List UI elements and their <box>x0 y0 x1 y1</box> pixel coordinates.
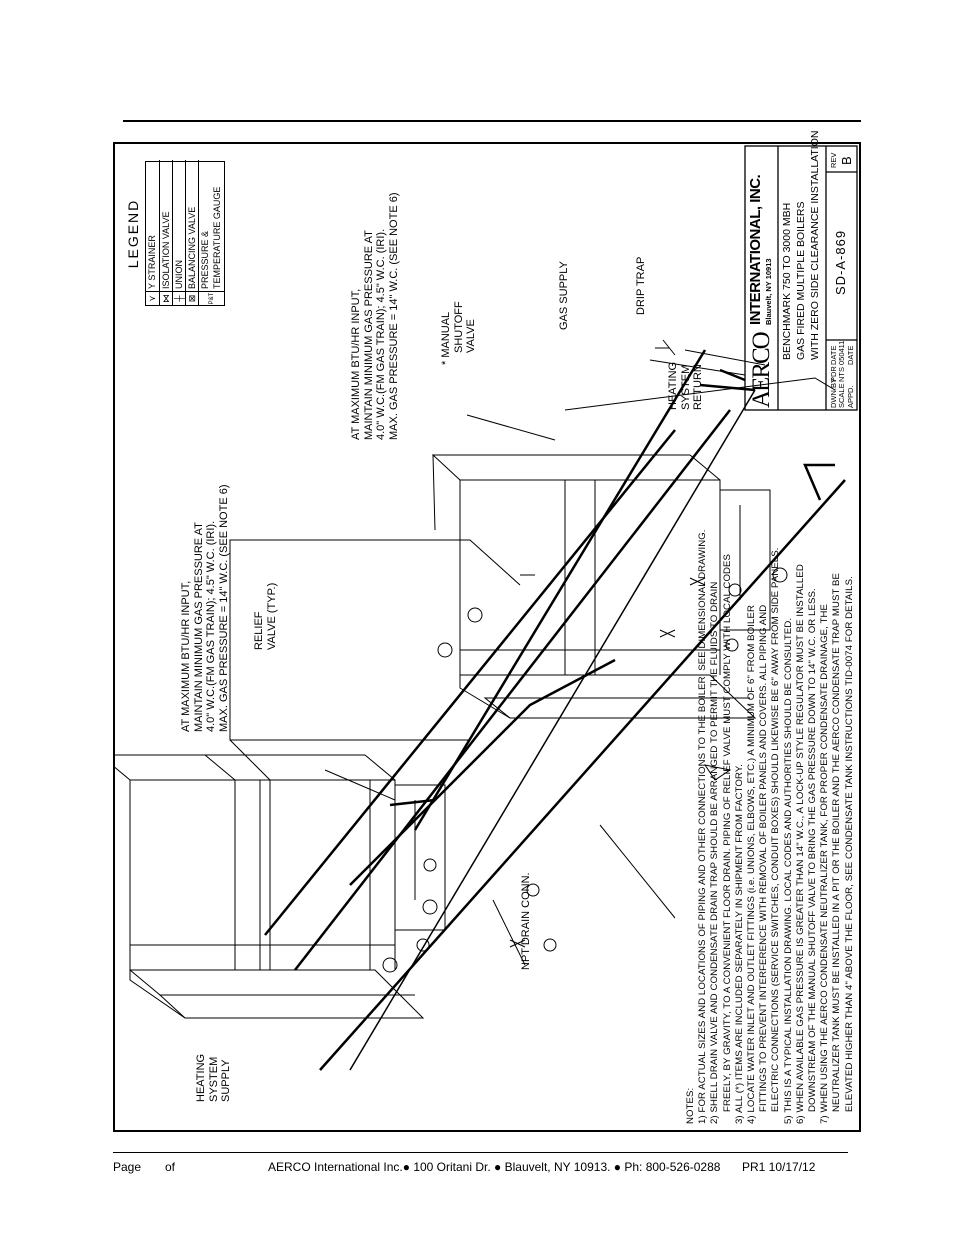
boiler-piping-diagram <box>115 339 846 1071</box>
boiler-left <box>115 754 446 1019</box>
footer-address: AERCO International Inc.● 100 Oritani Dr… <box>268 1160 721 1174</box>
title-block-frame <box>744 145 858 411</box>
rotated-drawing: NOTES: 1) FOR ACTUAL SIZES AND LOCATIONS… <box>115 131 859 1130</box>
scale-value: NTS <box>837 367 846 382</box>
company-address: Blauvelt, NY 10913 <box>764 258 773 325</box>
company-name: INTERNATIONAL, INC. <box>747 174 764 325</box>
footer-of: of <box>165 1160 176 1174</box>
rev-value: B <box>839 155 854 165</box>
scale-label: SCALE <box>837 383 846 408</box>
leader-lines <box>324 349 836 966</box>
drawing-number: SD-A-869 <box>833 229 848 295</box>
date-value: 050411 <box>837 340 846 365</box>
appd-date-label: DATE <box>846 345 855 365</box>
valves <box>509 339 732 948</box>
title-line-3: WITH ZERO SIDE CLEARANCE INSTALLATION <box>809 130 821 360</box>
footer-rule <box>113 1152 848 1153</box>
piping <box>264 349 846 1071</box>
header-rule <box>123 120 861 122</box>
footer-revision: PR1 10/17/12 <box>742 1160 816 1174</box>
aerco-logo: AERCO <box>748 333 775 408</box>
rev-label: REV <box>829 152 838 168</box>
title-line-2: GAS FIRED MULTIPLE BOILERS <box>795 201 807 360</box>
drain-circles <box>416 583 742 952</box>
drawing-frame <box>113 142 861 1132</box>
title-line-1: BENCHMARK 750 TO 3000 MBH <box>781 202 793 360</box>
pt-gauges <box>382 567 788 973</box>
footer-page: Page <box>113 1160 142 1174</box>
appd-label: APPD. <box>846 385 855 408</box>
boiler-right <box>431 454 771 719</box>
